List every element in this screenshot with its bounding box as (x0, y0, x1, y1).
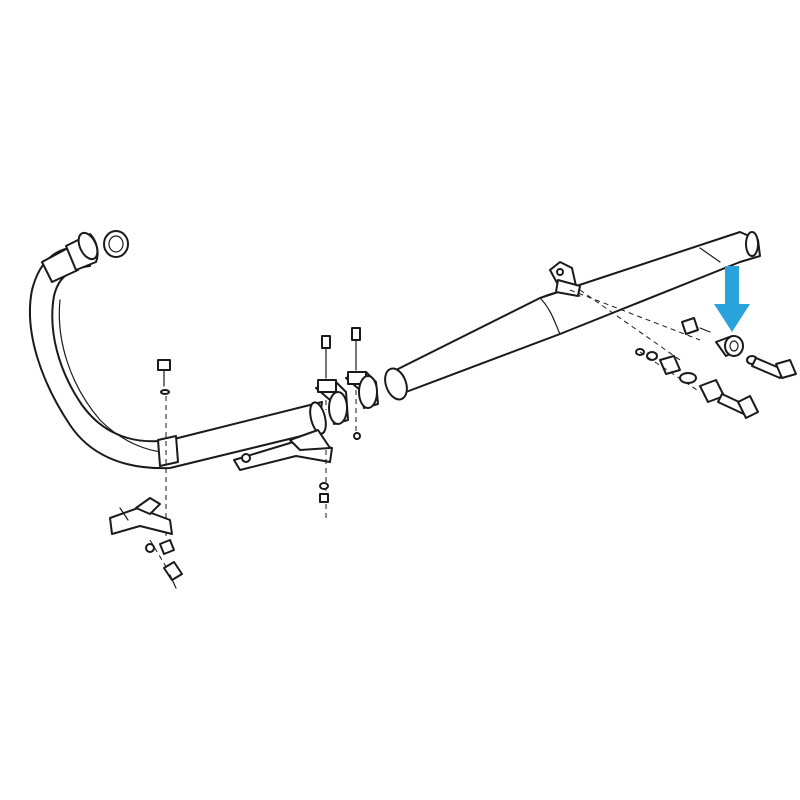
highlight-arrow-icon (714, 266, 750, 332)
muffler-mount-hardware (635, 317, 797, 419)
header-mounting-bolt (157, 359, 171, 540)
header-mounting-bracket (109, 497, 183, 589)
muffler (384, 231, 761, 401)
pipe-clamp-pair (315, 327, 379, 440)
middle-mounting-bracket (233, 429, 333, 520)
header-pipe (28, 231, 327, 470)
rubber-bushing (715, 335, 744, 357)
exhaust-gasket-ring (103, 230, 129, 258)
